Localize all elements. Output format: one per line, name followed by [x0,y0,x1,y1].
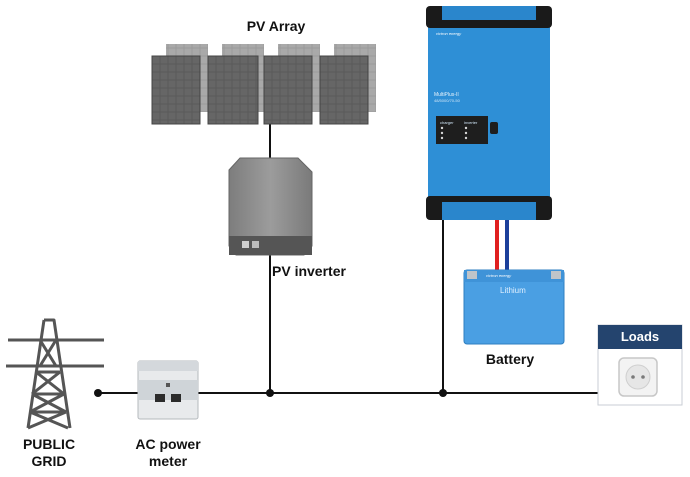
pv-array-label: PV Array [246,18,306,34]
meter-port [155,394,165,402]
public-grid-label: PUBLIC GRID [18,436,80,470]
meter-top-terminals [138,361,198,371]
pv-inverter-device [228,157,313,256]
solar-panel [319,55,369,125]
ac-power-meter [137,360,199,420]
pv-inverter-display [242,241,249,248]
inverter-body [428,8,550,220]
battery-type-label: Lithium [500,286,526,295]
outlet-socket-icon [625,364,651,390]
battery-label: Battery [485,351,535,367]
inverter-control-panel [436,116,488,144]
led-indicator [440,131,444,135]
meter-status-light [166,383,170,387]
battery-terminal [551,271,561,279]
outlet-pin [631,375,635,379]
transmission-tower-icon [6,318,104,430]
loads-label: Loads [620,329,660,344]
meter-port [171,394,181,402]
inverter-top-inset [442,6,536,20]
outlet-pin [641,375,645,379]
loads-header [598,325,682,349]
inverter-charger-label: charger [440,120,454,125]
mode-switch [490,122,498,134]
multiplus-inverter [426,6,552,220]
battery-terminal [467,271,477,279]
wire-junctions [94,389,447,397]
inverter-bottom-inset [442,202,536,220]
led-indicator [440,136,444,140]
led-indicator [464,126,468,130]
inverter-model-sub: 48/5000/70-50 [434,98,460,103]
solar-panel [263,55,313,125]
ac-power-meter-label-line1: AC power [135,436,201,452]
lithium-battery [463,269,565,345]
solar-panel [207,55,259,125]
ac-power-meter-label: AC power meter [126,436,210,470]
battery-top [464,270,564,282]
pv-inverter-label: PV inverter [272,263,346,279]
meter-mid-band [138,380,198,400]
led-indicator [464,136,468,140]
ac-power-meter-label-line2: meter [148,453,188,469]
public-grid-label-line2: GRID [31,453,67,469]
inverter-model-name: MultiPlus-II [434,92,459,98]
grid-junction [94,389,102,397]
inverter-junction [439,389,447,397]
pv-inverter-base [229,236,312,255]
led-indicator [464,131,468,135]
battery-brand-logo: victron energy [486,273,512,278]
led-indicator [440,126,444,130]
inverter-switch-label: inverter [464,120,478,125]
pv-junction [266,389,274,397]
pv-array [151,44,376,125]
inverter-brand-logo: victron energy [436,31,462,36]
pv-inverter-button [252,241,259,248]
solar-panel [151,55,201,125]
loads-box [597,324,683,406]
public-grid-label-line1: PUBLIC [22,436,76,452]
